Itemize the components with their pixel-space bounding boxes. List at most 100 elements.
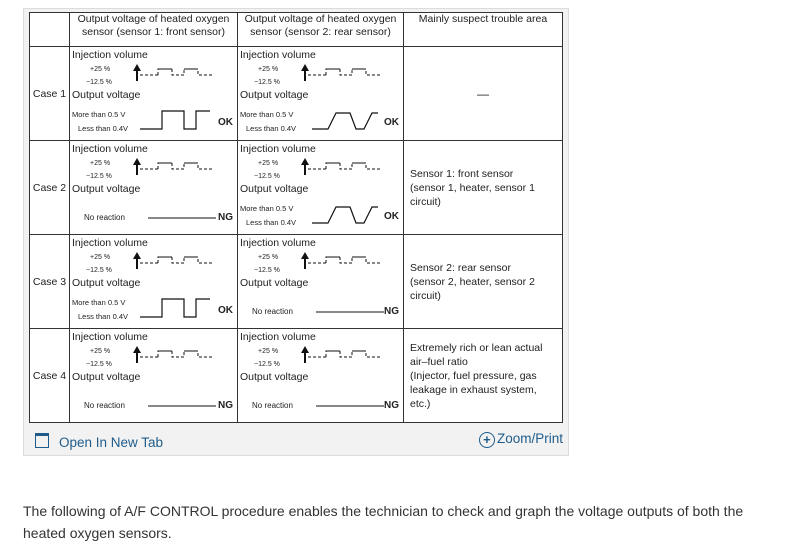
output-voltage-label: Output voltage — [72, 89, 141, 101]
injection-waveform — [133, 252, 212, 269]
minus-percent-label: −12.5 % — [86, 361, 112, 368]
verdict-ok: OK — [384, 211, 399, 222]
trouble-area-cell: — — [403, 46, 563, 141]
rear-output-waveform — [312, 112, 378, 130]
no-reaction-line — [316, 405, 384, 407]
more-than-label: More than 0.5 V — [72, 110, 126, 119]
output-voltage-label: Output voltage — [72, 277, 141, 289]
plus-percent-label: +25 % — [258, 254, 279, 261]
output-voltage-label: Output voltage — [240, 183, 309, 195]
minus-percent-label: −12.5 % — [254, 79, 280, 86]
header-empty — [29, 12, 70, 47]
case-label: Case 2 — [29, 140, 70, 235]
af-control-diagram: Output voltage of heated oxygen sensor (… — [29, 12, 563, 423]
output-voltage-label: Output voltage — [240, 371, 309, 383]
header-row: Output voltage of heated oxygen sensor (… — [29, 12, 563, 47]
output-voltage-label: Output voltage — [240, 277, 309, 289]
header-trouble-area: Mainly suspect trouble area — [403, 12, 563, 47]
zoom-plus-icon: + — [478, 432, 495, 448]
injection-volume-label: Injection volume — [72, 143, 148, 155]
less-than-label: Less than 0.4V — [78, 124, 129, 133]
trouble-area-line: Extremely rich or lean actual air–fuel r… — [410, 341, 543, 368]
plus-percent-label: +25 % — [258, 348, 279, 355]
rear-output-waveform — [312, 206, 378, 224]
injection-volume-label: Injection volume — [72, 49, 148, 61]
case-label: Case 3 — [29, 234, 70, 329]
plus-percent-label: +25 % — [258, 66, 279, 73]
zoom-print-label: Zoom/Print — [496, 431, 563, 446]
plus-percent-label: +25 % — [90, 348, 111, 355]
plus-percent-label: +25 % — [90, 160, 111, 167]
less-than-label: Less than 0.4V — [78, 312, 129, 321]
open-tab-icon — [35, 433, 49, 448]
injection-volume-label: Injection volume — [240, 49, 316, 61]
no-reaction-line — [316, 311, 384, 313]
less-than-label: Less than 0.4V — [246, 124, 297, 133]
output-voltage-label: Output voltage — [72, 183, 141, 195]
verdict-ng: NG — [218, 400, 233, 411]
procedure-paragraph: The following of A/F CONTROL procedure e… — [23, 503, 744, 541]
trouble-area-cell: Sensor 2: rear sensor(sensor 2, heater, … — [403, 234, 563, 329]
trouble-area-line: (sensor 2, heater, sensor 2 circuit) — [410, 275, 535, 302]
open-in-new-tab-label: Open In New Tab — [59, 435, 164, 450]
minus-percent-label: −12.5 % — [254, 173, 280, 180]
header-front-sensor: Output voltage of heated oxygen sensor (… — [69, 12, 238, 47]
rear-sensor-cell: Injection volume+25 %−12.5 %Output volta… — [237, 328, 404, 423]
figure-actions: Open In New Tab +Zoom/Print — [23, 424, 569, 456]
af-control-table: Output voltage of heated oxygen sensor (… — [29, 12, 563, 423]
trouble-area-cell: Extremely rich or lean actual air–fuel r… — [403, 328, 563, 423]
no-reaction-label: No reaction — [252, 307, 293, 316]
minus-percent-label: −12.5 % — [86, 267, 112, 274]
injection-waveform — [301, 252, 380, 269]
more-than-label: More than 0.5 V — [240, 204, 294, 213]
minus-percent-label: −12.5 % — [86, 173, 112, 180]
more-than-label: More than 0.5 V — [240, 110, 294, 119]
rear-sensor-cell: Injection volume+25 %−12.5 %Output volta… — [237, 234, 404, 329]
rear-sensor-cell: Injection volume +25 % −12.5 % Output volta… — [237, 46, 404, 141]
injection-waveform — [133, 64, 212, 81]
trouble-area-line: (Injector, fuel pressure, gas leakage in… — [410, 369, 537, 410]
no-reaction-label: No reaction — [252, 401, 293, 410]
output-voltage-label: Output voltage — [240, 89, 309, 101]
verdict-ok: OK — [384, 117, 399, 128]
no-reaction-label: No reaction — [84, 213, 125, 222]
front-sensor-cell: Injection volume +25 % −12.5 % Output volta… — [69, 328, 238, 423]
rear-sensor-cell: Injection volume +25 % −12.5 % Output volta… — [237, 140, 404, 235]
plus-percent-label: +25 % — [90, 254, 111, 261]
zoom-print-link[interactable]: +Zoom/Print — [478, 431, 563, 448]
trouble-area-line: (sensor 1, heater, sensor 1 circuit) — [410, 181, 535, 208]
injection-volume-label: Injection volume — [240, 143, 316, 155]
case-label: Case 4 — [29, 328, 70, 423]
injection-waveform — [301, 158, 380, 175]
front-output-waveform — [140, 110, 210, 130]
plus-percent-label: +25 % — [90, 66, 111, 73]
open-in-new-tab-link[interactable]: Open In New Tab — [35, 433, 163, 450]
injection-volume-label: Injection volume — [72, 237, 148, 249]
plus-percent-label: +25 % — [258, 160, 279, 167]
header-rear-sensor: Output voltage of heated oxygen sensor (… — [237, 12, 404, 47]
output-voltage-label: Output voltage — [72, 371, 141, 383]
injection-waveform — [301, 346, 380, 363]
front-output-waveform — [140, 298, 210, 318]
injection-waveform — [133, 346, 212, 363]
injection-waveform — [133, 158, 212, 175]
minus-percent-label: −12.5 % — [254, 361, 280, 368]
front-sensor-cell: Injection volume +25 % −12.5 % Output volta… — [69, 46, 238, 141]
injection-volume-label: Injection volume — [72, 331, 148, 343]
no-reaction-line — [148, 217, 216, 219]
more-than-label: More than 0.5 V — [72, 298, 126, 307]
front-sensor-cell: Injection volume +25 % −12.5 % Output volta… — [69, 140, 238, 235]
trouble-area-line: Sensor 1: front sensor — [410, 167, 514, 180]
case-label: Case 1 — [29, 46, 70, 141]
verdict-ok: OK — [218, 305, 233, 316]
minus-percent-label: −12.5 % — [86, 79, 112, 86]
trouble-area-line: Sensor 2: rear sensor — [410, 261, 511, 274]
injection-volume-label: Injection volume — [240, 237, 316, 249]
verdict-ng: NG — [218, 212, 233, 223]
less-than-label: Less than 0.4V — [246, 218, 297, 227]
injection-waveform — [301, 64, 380, 81]
